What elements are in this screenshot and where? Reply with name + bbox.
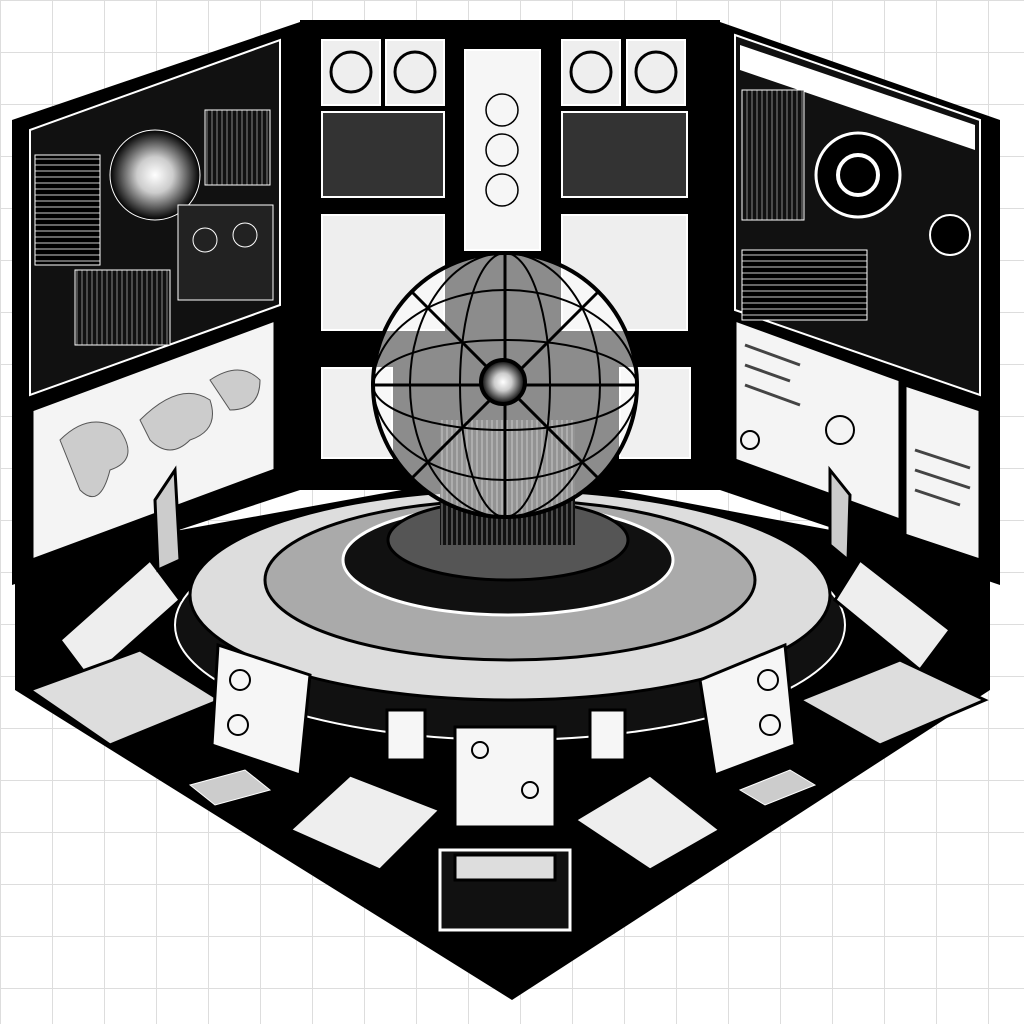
report-icon [740,430,760,450]
back-wall-speaker-rings [329,50,678,207]
monitor-dials [227,669,781,799]
right-chair-back [828,465,852,564]
right-radar-ring [836,153,880,197]
right-data-panel [741,89,805,221]
left-chair [57,557,183,683]
right-small-dial [929,214,971,256]
keyboard-right [738,769,817,806]
report-lines [744,343,971,507]
left-glow-orb [109,129,201,221]
right-chart-panel [741,249,868,321]
right-radar-dial [814,131,902,219]
left-gauge-dial [232,222,258,248]
left-spectrum-panel [74,269,171,346]
right-side-screen [903,382,982,563]
left-text-panel [34,154,101,266]
right-report-screen [733,317,902,523]
left-chair-back [153,465,182,573]
left-gauge-dial [192,227,218,253]
report-icon [825,415,855,445]
console-desks [26,648,989,932]
console-monitors [210,642,797,829]
geodesic-sphere [371,251,639,519]
left-gauge-panel [177,204,274,301]
sphere-core-light [479,358,527,406]
map-continents [59,369,261,498]
keyboard-left [188,769,272,806]
right-header-bar [740,45,975,150]
left-waveform-panel [204,109,271,186]
